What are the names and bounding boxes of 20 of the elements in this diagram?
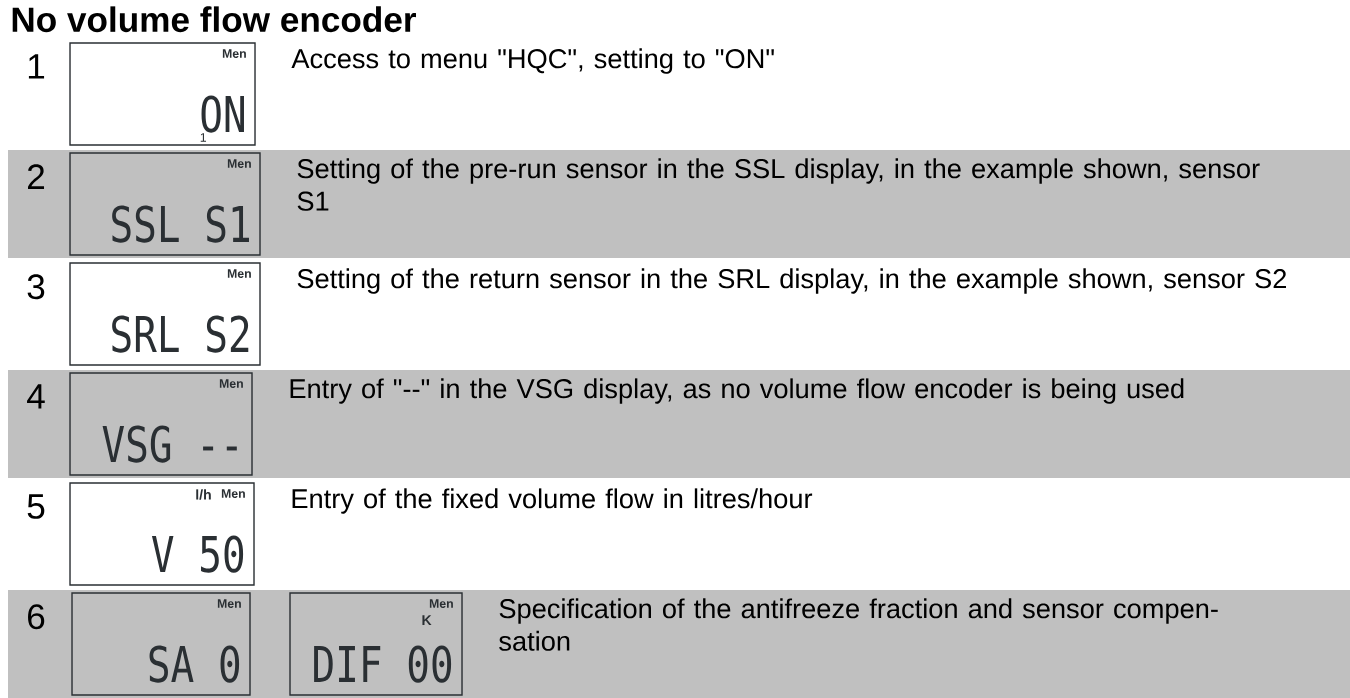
- step-number: 1: [28, 54, 45, 79]
- step-description: Setting of the return sensor in the SRL display, in the example shown, sensor S2: [297, 268, 1286, 294]
- step-number: 3: [27, 274, 45, 300]
- lcd-display: Men SSL S1: [69, 152, 261, 256]
- step-description: Specification of the antifreeze fraction and sensor compen- sation: [499, 598, 1218, 651]
- lcd-display: Men SRL S2: [69, 262, 261, 366]
- lcd-display: Men ON 1: [69, 42, 256, 146]
- lcd-display: l/h Men V 50: [69, 482, 255, 586]
- title: No volume flow encoder: [12, 6, 416, 33]
- lcd-display: Men VSG --: [69, 372, 253, 476]
- step-description: Access to menu "HQC", setting to "ON": [291, 48, 774, 74]
- step-number: 6: [28, 604, 45, 630]
- step-description: Entry of the fixed volume flow in litres/hour: [292, 488, 813, 514]
- step-number: 5: [27, 494, 45, 519]
- lcd-display: Men SA 0: [71, 592, 251, 696]
- step-description: Setting of the pre-run sensor in the SSL display, in the example shown, sensor S1: [297, 158, 1260, 211]
- step-number: 4: [27, 384, 45, 409]
- step-number: 2: [28, 164, 44, 189]
- step-description: Entry of "--" in the VSG display, as no volume flow encoder is being used: [290, 378, 1184, 404]
- lcd-display: Men K DIF 00: [289, 592, 463, 696]
